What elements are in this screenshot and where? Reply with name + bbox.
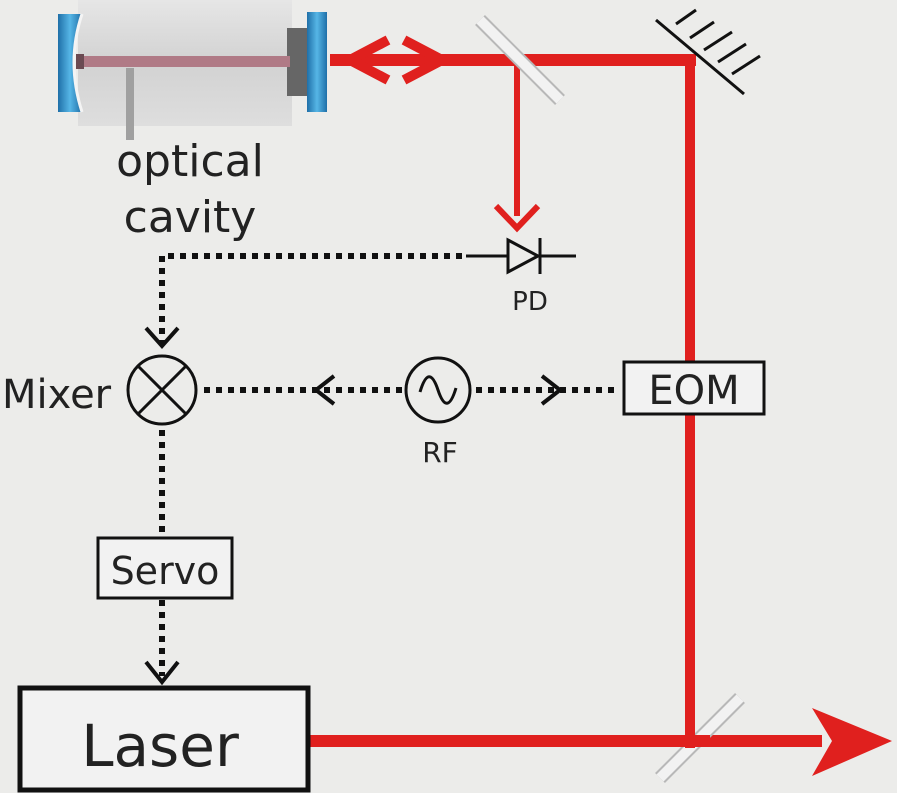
cavity-right-mirror [307,12,327,112]
arrow-into-laser [144,660,180,686]
servo-label: Servo [111,549,220,593]
optical-cavity [58,0,327,140]
cavity-label-line2: cavity [124,192,257,243]
laser-label: Laser [81,712,239,780]
servo-box [96,536,234,600]
cavity-beam-end [76,54,84,69]
eom-label: EOM [648,368,739,414]
photodiode-label: PD [512,287,548,317]
mixer-label: Mixer [2,372,112,418]
cavity-label-line1: optical [116,136,264,187]
beam-to-pd-arrowhead [493,203,541,233]
arrow-into-mixer [144,326,180,350]
beam-direction-forward-arrow [401,35,453,85]
photodiode-diode-icon [466,237,576,275]
cavity-spacer-block [287,28,309,96]
arrow-rf-right [540,374,564,406]
cavity-support-post [126,68,134,140]
laser-box [17,685,311,793]
beam-direction-back-arrow [339,35,391,85]
signal-paths [159,253,620,676]
hatched-mirror-icon [655,8,761,96]
arrow-rf-left [312,374,336,406]
beam-output-arrowhead [812,708,892,776]
rf-source-sine-wave-icon [404,356,472,424]
eom-box [622,360,766,416]
mixer-circle-cross-icon [126,354,198,426]
cavity-intracavity-beam [80,56,290,67]
rf-label: RF [422,436,458,469]
